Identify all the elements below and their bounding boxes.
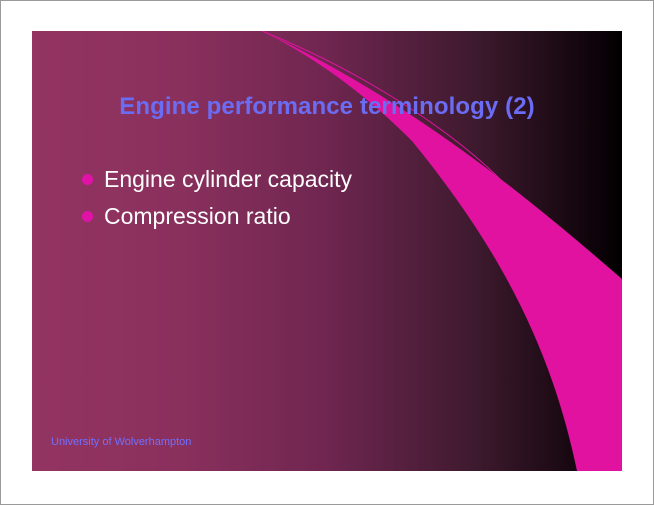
swoosh-decoration: [261, 31, 622, 471]
bullet-list: Engine cylinder capacity Compression rat…: [82, 161, 352, 235]
bullet-text: Compression ratio: [104, 203, 291, 229]
swoosh-curve-band: [262, 31, 622, 471]
slide: Engine performance terminology (2) Engin…: [32, 31, 622, 471]
swoosh-thin-line: [261, 31, 503, 182]
footer-institution: University of Wolverhampton: [51, 436, 192, 448]
bullet-marker-icon: [82, 211, 93, 222]
bullet-text: Engine cylinder capacity: [104, 166, 353, 192]
bullet-item: Engine cylinder capacity: [82, 161, 352, 198]
bullet-item: Compression ratio: [82, 198, 352, 235]
bullet-marker-icon: [82, 174, 93, 185]
slide-title: Engine performance terminology (2): [119, 93, 535, 120]
